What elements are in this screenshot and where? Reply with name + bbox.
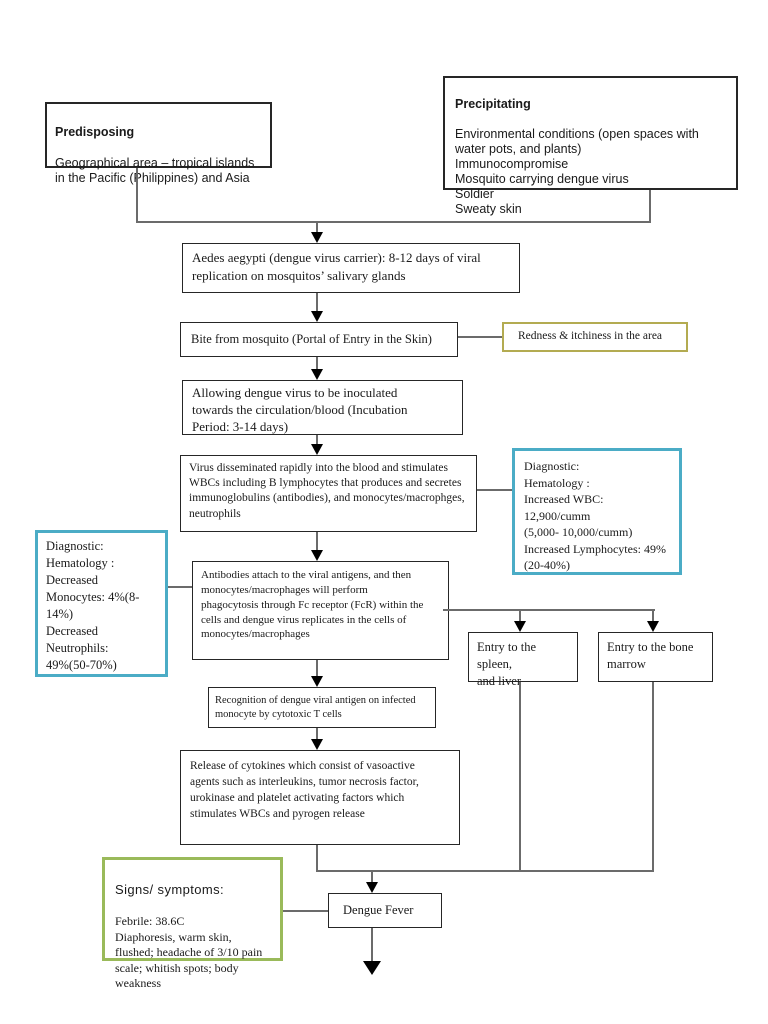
node-entry-spleen: Entry to the spleen, and liver bbox=[468, 632, 578, 688]
connector-marrow-down bbox=[652, 682, 654, 872]
arrowhead-down-icon bbox=[311, 444, 323, 455]
arrow-aedes-to-bite bbox=[311, 293, 323, 322]
arrowhead-down-icon bbox=[647, 621, 659, 632]
connector-antibodies-entry bbox=[443, 609, 655, 611]
arrowhead-down-icon bbox=[363, 961, 381, 975]
node-release-cytokines: Release of cytokines which consist of va… bbox=[180, 750, 460, 845]
arrow-bite-to-allowing bbox=[311, 357, 323, 380]
arrow-allowing-to-virus bbox=[311, 435, 323, 455]
connector-release-down bbox=[316, 845, 318, 872]
node-recognition: Recognition of dengue viral antigen on i… bbox=[208, 687, 436, 728]
arrow-to-entry-marrow bbox=[647, 610, 659, 632]
arrowhead-down-icon bbox=[311, 232, 323, 243]
node-antibodies: Antibodies attach to the viral antigens,… bbox=[192, 561, 449, 660]
arrow-merge-to-aedes bbox=[311, 223, 323, 243]
node-virus-disseminated: Virus disseminated rapidly into the bloo… bbox=[180, 455, 477, 532]
arrowhead-down-icon bbox=[311, 739, 323, 750]
node-diagnostic-left: Diagnostic: Hematology : Decreased Monoc… bbox=[35, 530, 168, 677]
node-precipitating-body: Environmental conditions (open spaces wi… bbox=[455, 127, 699, 216]
node-signs-body: Febrile: 38.6C Diaphoresis, warm skin, f… bbox=[115, 914, 263, 991]
arrowhead-down-icon bbox=[311, 311, 323, 322]
arrow-dengue-continues bbox=[363, 928, 381, 975]
arrow-antibodies-to-recognition bbox=[311, 660, 323, 687]
arrowhead-down-icon bbox=[311, 369, 323, 380]
node-allowing: Allowing dengue virus to be inoculated t… bbox=[182, 380, 463, 435]
arrowhead-down-icon bbox=[311, 676, 323, 687]
node-redness: Redness & itchiness in the area bbox=[502, 322, 688, 352]
connector-top-merge bbox=[136, 221, 651, 223]
node-predisposing: Predisposing Geographical area – tropica… bbox=[45, 102, 272, 185]
arrow-to-entry-spleen bbox=[514, 610, 526, 632]
connector-diagnostic-antibodies bbox=[168, 586, 192, 588]
connector-virus-diagnostic bbox=[477, 489, 512, 491]
node-signs-title: Signs/ symptoms: bbox=[115, 881, 224, 897]
connector-bite-redness bbox=[458, 336, 502, 338]
arrowhead-down-icon bbox=[366, 882, 378, 893]
arrow-virus-to-antibodies bbox=[311, 532, 323, 561]
node-dengue-fever: Dengue Fever bbox=[328, 893, 442, 928]
node-signs-symptoms: Signs/ symptoms: Febrile: 38.6C Diaphore… bbox=[102, 857, 283, 990]
node-entry-bone-marrow: Entry to the bone marrow bbox=[598, 632, 713, 682]
connector-predisposing-down bbox=[136, 168, 138, 223]
node-bite: Bite from mosquito (Portal of Entry in t… bbox=[180, 322, 458, 357]
node-predisposing-title: Predisposing bbox=[55, 125, 135, 140]
connector-bottom-merge bbox=[316, 870, 654, 872]
arrow-to-dengue-fever bbox=[366, 871, 378, 893]
node-precipitating: Precipitating Environmental conditions (… bbox=[443, 76, 738, 216]
arrowhead-down-icon bbox=[311, 550, 323, 561]
connector-spleen-down bbox=[519, 682, 521, 872]
node-precipitating-title: Precipitating bbox=[455, 97, 531, 111]
arrowhead-down-icon bbox=[514, 621, 526, 632]
connector-precipitating-down bbox=[649, 190, 651, 223]
node-diagnostic-right: Diagnostic: Hematology : Increased WBC: … bbox=[512, 448, 682, 575]
connector-signs-dengue bbox=[283, 910, 328, 912]
node-predisposing-body: Geographical area – tropical islands in … bbox=[55, 155, 255, 185]
arrow-recognition-to-release bbox=[311, 728, 323, 750]
node-aedes-aegypti: Aedes aegypti (dengue virus carrier): 8-… bbox=[182, 243, 520, 293]
